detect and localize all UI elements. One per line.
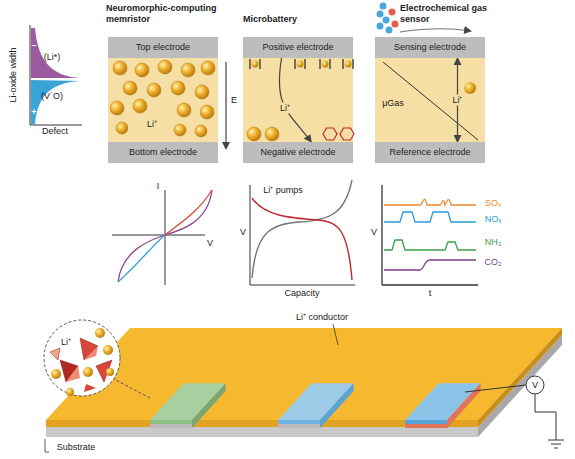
- annotation-label: NH₃: [485, 237, 502, 248]
- electrode-label: Bottom electrode: [129, 147, 197, 158]
- annotation-label: μGas: [382, 98, 404, 109]
- annotation-label: t: [429, 288, 432, 299]
- annotation-label: NOₓ: [485, 214, 501, 225]
- electrode-box: Bottom electrode: [108, 142, 218, 163]
- annotation-label: +: [31, 107, 36, 118]
- anode-sites: [323, 128, 354, 140]
- annotation-label: V: [207, 238, 213, 249]
- defect-chart: [30, 25, 82, 125]
- voltmeter-wiring: [465, 376, 564, 448]
- inset-leader: [112, 378, 150, 398]
- annotation-label: Li⁺ conductor: [296, 312, 348, 323]
- leader-line: [333, 324, 338, 345]
- crystal-inset: [44, 320, 120, 396]
- device-board: [46, 328, 562, 437]
- annotation-label: Li-oxide width: [8, 47, 19, 102]
- cathode-sites: [250, 59, 353, 69]
- electrode-box: Negative electrode: [243, 142, 353, 163]
- annotation-label: I: [157, 181, 160, 192]
- anode-ions: [247, 127, 279, 141]
- annotation-label: CO₂: [485, 257, 502, 268]
- annotation-label: E: [231, 95, 237, 106]
- cathode-ions: [252, 61, 352, 68]
- electrode-label: Positive electrode: [262, 42, 333, 53]
- annotation-label: V: [532, 380, 538, 391]
- annotation-label: –: [31, 40, 36, 51]
- voltage-capacity-plot: [250, 180, 355, 285]
- li-ion: [464, 82, 476, 94]
- potential-line: [383, 62, 478, 140]
- annotation-label: V: [371, 227, 377, 238]
- leader-line: [45, 452, 49, 453]
- electrode-box: Top electrode: [108, 37, 218, 58]
- annotation-label: Substrate: [57, 442, 96, 453]
- annotation-label: (V˙O): [41, 91, 63, 102]
- annotation-label: Li⁺: [61, 337, 71, 348]
- edge-label: Li⁺: [279, 102, 291, 113]
- annotation-label: V: [240, 227, 246, 238]
- li-conductor-layer: [243, 58, 353, 142]
- electrode-label: Sensing electrode: [394, 42, 466, 53]
- annotation-label: Li⁺ pumps: [263, 185, 303, 196]
- iv-plot: [112, 190, 212, 285]
- annotation-label: SOₓ: [485, 198, 501, 209]
- annotation-label: Electrochemical gas sensor: [400, 3, 488, 25]
- electrode-stack: [405, 383, 481, 428]
- edge-label: Li⁺: [451, 95, 463, 106]
- gas-molecules: [377, 3, 399, 34]
- electrode-label: Top electrode: [136, 42, 190, 53]
- annotation-label: (Li*): [44, 52, 61, 63]
- li-conductor-layer: [108, 58, 218, 142]
- ion-flow-arrow: [279, 58, 311, 142]
- electrode-label: Negative electrode: [260, 147, 335, 158]
- gas-response-plot: [382, 185, 478, 285]
- li-ions: [110, 60, 215, 137]
- electrode-box: Sensing electrode: [375, 37, 485, 58]
- electrode-box: Reference electrode: [375, 142, 485, 163]
- annotation-label: Defect: [42, 126, 68, 137]
- electrode-stack: [278, 383, 354, 428]
- electrode-stack: [150, 383, 226, 428]
- li-conductor-layer: [375, 58, 485, 142]
- electrode-box: Positive electrode: [243, 37, 353, 58]
- electrode-label: Reference electrode: [389, 147, 470, 158]
- annotation-label: Capacity: [284, 288, 319, 299]
- annotation-label: Microbattery: [243, 14, 297, 25]
- annotation-label: Li⁺: [147, 119, 157, 130]
- leader-line: [45, 439, 46, 452]
- gas-flow-arrow: [400, 29, 470, 32]
- annotation-label: Neuromorphic-computing memristor: [106, 3, 236, 25]
- field-arrow: [225, 62, 226, 148]
